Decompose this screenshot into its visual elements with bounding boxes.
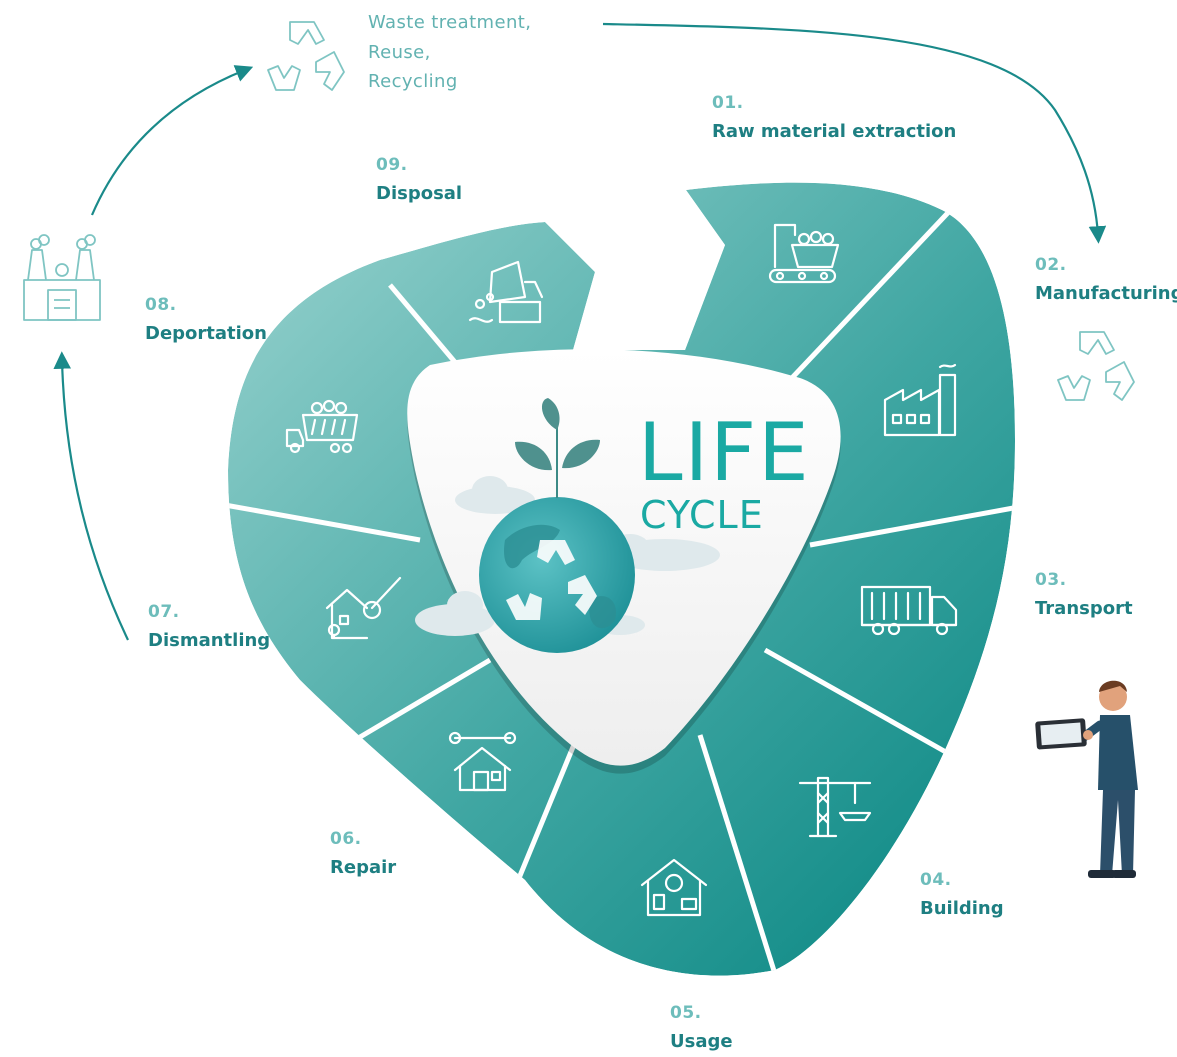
stage-name: Transport xyxy=(1035,598,1133,619)
note-line-3: Recycling xyxy=(368,71,458,92)
sprout-icon xyxy=(515,398,600,498)
recycle-icon xyxy=(506,540,597,620)
stage-06-label: 06. Repair xyxy=(330,829,396,878)
stage-name: Repair xyxy=(330,857,397,878)
stage-number: 05. xyxy=(670,1003,702,1023)
cycle-arrows xyxy=(53,22,1107,641)
factory-icon xyxy=(883,363,957,437)
stage-name: Disposal xyxy=(376,183,463,204)
stage-02-label: 02. Manufacturing xyxy=(1035,255,1177,304)
stage-number: 03. xyxy=(1035,570,1067,590)
stage-number: 07. xyxy=(148,602,180,622)
stage-09-label: 09. Disposal xyxy=(376,155,462,204)
stage-04-label: 04. Building xyxy=(920,870,1004,919)
dump-truck-icon xyxy=(285,399,359,454)
stage-number: 08. xyxy=(145,295,177,315)
globe-icon xyxy=(479,497,635,653)
stage-name: Dismantling xyxy=(148,630,271,651)
house-usage-icon xyxy=(640,858,708,917)
businessman-figure xyxy=(1035,680,1138,878)
stage-08-label: 08. Deportation xyxy=(145,295,267,344)
clouds xyxy=(415,476,720,636)
stage-number: 02. xyxy=(1035,255,1067,275)
stage-05-label: 05. Usage xyxy=(670,1003,733,1052)
stage-03-label: 03. Transport xyxy=(1035,570,1133,619)
stage-number: 06. xyxy=(330,829,362,849)
stage-name: Building xyxy=(920,898,1004,919)
stage-name: Deportation xyxy=(145,323,267,344)
stage-name: Raw material extraction xyxy=(712,121,957,142)
stage-07-label: 07. Dismantling xyxy=(148,602,270,651)
waste-treatment-note: Waste treatment, Reuse, Recycling xyxy=(368,8,531,97)
stage-number: 01. xyxy=(712,93,744,113)
house-repair-icon xyxy=(448,731,517,792)
stage-number: 04. xyxy=(920,870,952,890)
wrecking-ball-icon xyxy=(325,576,402,640)
stage-number: 09. xyxy=(376,155,408,175)
recycle-top-icon xyxy=(267,21,345,91)
stage-name: Manufacturing xyxy=(1035,283,1177,304)
title-life: LIFE xyxy=(638,406,811,499)
note-line-2: Reuse, xyxy=(368,41,431,63)
note-line-1: Waste treatment, xyxy=(368,12,532,33)
recycle-right-icon xyxy=(1057,331,1135,401)
stage-01-label: 01. Raw material extraction xyxy=(712,93,956,142)
dumper-icon xyxy=(468,260,544,324)
mining-cart-icon xyxy=(768,223,840,284)
truck-icon xyxy=(860,585,958,636)
power-plant-icon xyxy=(23,234,101,321)
stage-name: Usage xyxy=(670,1031,733,1052)
title-cycle: CYCLE xyxy=(640,493,764,537)
segment-dividers xyxy=(228,198,1015,976)
crane-icon xyxy=(798,776,872,838)
